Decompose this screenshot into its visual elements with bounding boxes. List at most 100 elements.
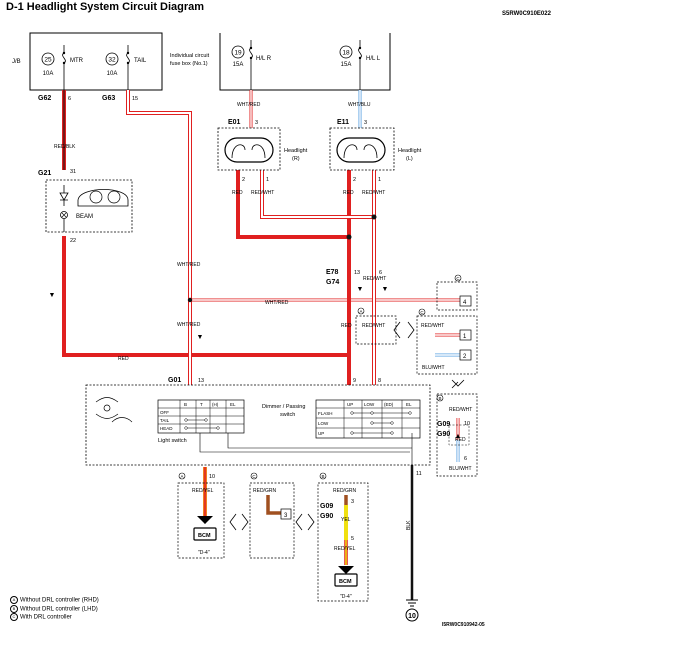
connector-g09b-pin-a: 3 — [351, 499, 354, 505]
fuse-hll-number: 18 — [342, 50, 350, 57]
wires — [62, 90, 460, 600]
variant-markers: C C A B A C B — [178, 274, 462, 480]
connector-g01-pin-b: 8 — [378, 378, 381, 384]
mark-c-3: C — [252, 474, 256, 479]
bcm-variant-b: BCM "D-4" — [317, 482, 369, 602]
connector-e01-pin-top: 3 — [255, 120, 258, 126]
ground-number: 10 — [408, 613, 416, 620]
legend-text-c: With DRL controller — [20, 614, 72, 621]
fuse-hll-name: H/L L — [366, 56, 381, 62]
wire-label-wht-blu: WHT/BLU — [348, 102, 371, 108]
drl-pin-4: 4 — [463, 300, 467, 306]
connector-e78-pin-a: 13 — [354, 270, 360, 276]
mark-b-1: B — [438, 396, 441, 401]
combination-meter: BEAM — [45, 179, 133, 233]
connector-pin-10: 10 — [209, 474, 215, 480]
ls-row-off: OFF — [160, 410, 169, 415]
diagram-code: I5RW0C910942-05 — [442, 622, 485, 628]
flow-arrow-2: ▼ — [197, 334, 204, 341]
dim-row-low: LOW — [318, 421, 329, 426]
ls-header-t: T — [200, 402, 203, 407]
connector-g01-pin-a: 9 — [353, 378, 356, 384]
headlight-r: Headlight (R) — [217, 127, 308, 171]
light-switch-label: Light switch — [158, 438, 187, 444]
dimmer-label-2: switch — [280, 412, 295, 418]
legend-text-b: Without DRL controller (LHD) — [20, 606, 98, 613]
connector-g01: G01 — [168, 377, 181, 384]
headlight-l: Headlight (L) — [329, 127, 422, 171]
bcm-variant-c: 3 — [249, 482, 295, 559]
connector-g21-pin-top: 31 — [70, 169, 76, 175]
bcm-label-b: BCM — [339, 579, 352, 585]
dim-header-low: LOW — [364, 402, 375, 407]
ls-header-el: EL — [230, 402, 236, 407]
connector-g21-pin-bottom: 22 — [70, 238, 76, 244]
legend-mark-a: A — [10, 596, 18, 604]
legend-text-a: Without DRL controller (RHD) — [20, 597, 99, 604]
wire-label-red-yel: RED/YEL — [192, 488, 214, 494]
beam-label: BEAM — [76, 214, 93, 220]
wire-label-yel: YEL — [341, 517, 351, 523]
headlight-l-pin-a: 2 — [353, 177, 356, 183]
connector-g09b-pin-b: 5 — [351, 536, 354, 542]
mark-b-2: B — [321, 474, 324, 479]
drl-connector-group: 4 1 2 — [355, 281, 478, 477]
combination-switch: B T (H) EL OFF TAIL HEAD Light switch Di… — [85, 384, 431, 466]
dimmer-label-1: Dimmer / Passing — [262, 404, 305, 410]
mark-c-2: C — [456, 276, 460, 281]
connector-e11: E11 — [337, 119, 349, 126]
connector-g62: G62 — [38, 95, 51, 102]
fuse-mtr-amp: 10A — [43, 71, 54, 77]
mark-a-1: A — [359, 309, 362, 314]
flow-arrow-5: ▼ — [202, 519, 209, 526]
relay-pin-3: 3 — [284, 513, 288, 519]
ls-header-b: B — [184, 402, 187, 407]
dim-header-ed: (ED) — [384, 402, 394, 407]
bcm-label-a: BCM — [198, 533, 211, 539]
wire-label-red-wht-4: RED/WHT — [363, 276, 386, 282]
page-title: D-1 Headlight System Circuit Diagram — [6, 1, 205, 13]
headlight-r-pin-b: 1 — [266, 177, 269, 183]
wire-label-red-wht-2: RED/WHT — [362, 190, 385, 196]
connector-e11-pin-top: 3 — [364, 120, 367, 126]
connector-g63-pin: 15 — [132, 96, 138, 102]
page-code: S5RW0C910E022 — [502, 11, 551, 17]
mark-a-2: A — [180, 474, 183, 479]
connector-g62-pin: 6 — [68, 96, 71, 102]
flow-arrow-4: ▼ — [382, 286, 389, 293]
wire-label-red-5: RED — [455, 437, 466, 443]
dim-row-flash: FLASH — [318, 411, 333, 416]
flow-arrows: ▼ ▼ ▼ ▼ ▼ ▲ — [49, 286, 462, 526]
wire-label-red-wht-3: RED/WHT — [362, 323, 385, 329]
fuse-box-label-2: fuse box (No.1) — [170, 61, 208, 67]
fuse-hlr-amp: 15A — [233, 62, 244, 68]
headlight-l-label-2: (L) — [406, 156, 413, 162]
fuse-hlr-name: H/L R — [256, 56, 272, 62]
wire-label-blu-wht-2: BLU/WHT — [449, 466, 472, 472]
connector-g90: G90 — [437, 431, 450, 438]
headlight-r-label-2: (R) — [292, 156, 300, 162]
fuse-mtr-number: 25 — [44, 57, 52, 64]
connector-g01-pin-c: 11 — [416, 471, 422, 477]
connector-e78: E78 — [326, 269, 339, 276]
fuse-tail-amp: 10A — [107, 71, 118, 77]
connector-g09b: G09 — [320, 503, 333, 510]
wire-label-red-4: RED — [341, 323, 352, 329]
ls-row-head: HEAD — [160, 426, 173, 431]
ground-symbol: 10 — [405, 599, 419, 622]
headlight-l-label-1: Headlight — [398, 148, 422, 154]
connector-g01-pin: 13 — [198, 378, 204, 384]
connector-g90b: G90 — [320, 513, 333, 520]
dim-header-el: EL — [406, 402, 412, 407]
connector-labels: G62 6 G63 15 G21 31 22 E01 3 E11 3 E78 G… — [38, 95, 470, 542]
connector-g09-pin-b: 6 — [464, 456, 467, 462]
drl-pin-1: 1 — [463, 334, 467, 340]
flow-arrow-6: ▲ — [455, 433, 462, 440]
fuse-mtr-name: MTR — [70, 58, 84, 64]
ls-header-h: (H) — [212, 402, 219, 407]
headlight-r-pin-a: 2 — [242, 177, 245, 183]
ref-label-a: "D-4" — [198, 550, 210, 556]
wire-label-wht-red-2: WHT/RED — [177, 262, 201, 268]
